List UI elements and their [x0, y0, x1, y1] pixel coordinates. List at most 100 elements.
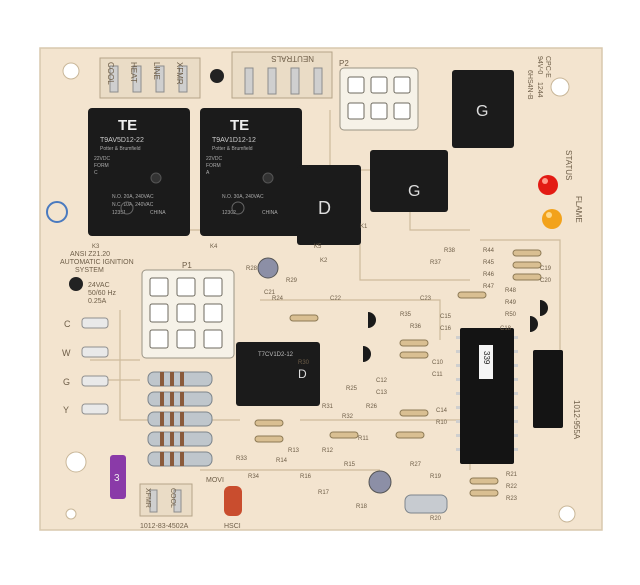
component-designator: R15	[344, 462, 356, 468]
top-terminal-block	[99, 57, 201, 99]
relay-letter: G	[408, 183, 420, 200]
relay-rating: N.O. 20A, 240VAC	[112, 194, 154, 200]
relay-form-type: C	[94, 170, 98, 176]
relay-letter: G	[476, 103, 488, 120]
relay-origin: CHINA	[150, 210, 166, 216]
ansi-standard: ANSI Z21.20	[70, 251, 110, 258]
neutrals-terminal-block	[231, 51, 333, 99]
component-designator: K2	[320, 258, 328, 264]
relay-model: T9AV1D12-12	[212, 137, 256, 144]
component-designator: R32	[342, 414, 354, 420]
component-designator: R17	[318, 490, 330, 496]
connector-label-p1: P1	[182, 261, 192, 270]
component-designator: R34	[248, 474, 260, 480]
flame-led-amber	[542, 209, 562, 229]
relay-code: 12302	[222, 210, 236, 216]
status-label: STATUS	[564, 150, 573, 180]
component-designator: R21	[506, 472, 518, 478]
component-designator: R38	[444, 248, 456, 254]
component-designator: R11	[358, 436, 369, 442]
terminal-label-xfmr: XFMR	[175, 62, 184, 85]
component-designator: R24	[272, 296, 284, 302]
component-designator: C11	[432, 372, 443, 378]
component-designator: C16	[440, 326, 452, 332]
terminal-label-y: Y	[63, 405, 69, 415]
relay-dot-icon	[150, 172, 162, 184]
component-designator: R13	[288, 448, 300, 454]
component-designator: K5	[314, 244, 322, 250]
hsci-label: HSCI	[224, 523, 241, 530]
terminal-label-xfmr-bottom: XFMR	[144, 488, 151, 508]
component-designator: C20	[540, 278, 552, 284]
component-designator: C14	[436, 408, 448, 414]
relay-brand: TE	[230, 117, 249, 134]
component-designator: R10	[436, 420, 448, 426]
ceramic-resistor	[404, 494, 448, 514]
relay-origin: CHINA	[262, 210, 278, 216]
component-designator: R33	[236, 456, 248, 462]
fuse: 3	[110, 455, 126, 499]
component-designator: R19	[430, 474, 442, 480]
screw-icon	[69, 277, 83, 291]
relay-rating: N.O. 30A, 240VAC	[222, 194, 264, 200]
component-designator: C10	[432, 360, 444, 366]
mounting-hole	[65, 508, 77, 520]
movi-label: MOVI	[206, 477, 224, 484]
system-label: SYSTEM	[75, 267, 104, 274]
terminal-label-w: W	[62, 348, 71, 358]
relay-model: T9AV5D12-22	[100, 137, 144, 144]
bottom-terminals	[139, 483, 193, 517]
relay-brand: TE	[118, 117, 137, 134]
small-relay-g: G	[370, 150, 448, 212]
connector-label-p2: P2	[339, 59, 349, 68]
component-designator: R16	[300, 474, 312, 480]
mounting-hole	[550, 77, 570, 97]
component-designator: R20	[430, 516, 442, 522]
component-designator: R28	[246, 266, 258, 272]
component-designator: R30	[298, 360, 310, 366]
ul-mark-icon	[120, 201, 134, 215]
terminal-label-cool-bottom: COOL	[169, 488, 176, 508]
terminal-label-heat: HEAT	[129, 62, 138, 83]
component-designator: K1	[360, 224, 368, 230]
component-designator: R23	[506, 496, 518, 502]
relay-letter: D	[318, 198, 331, 218]
relay-form-type: A	[206, 170, 210, 176]
mounting-hole	[65, 451, 87, 473]
electrolytic-capacitor	[368, 470, 392, 494]
bottom-part-number: 1012-83-4502A	[140, 523, 189, 530]
relay-rating-2: N.C. 10A, 240VAC	[112, 202, 154, 208]
component-designator: R22	[506, 484, 518, 490]
component-designator: R49	[505, 300, 517, 306]
chip-label: 339	[482, 351, 491, 365]
component-designator: K3	[92, 244, 100, 250]
component-designator: R27	[410, 462, 422, 468]
ignition-system-label: AUTOMATIC IGNITION	[60, 259, 134, 266]
terminal-label-cool: COOL	[106, 62, 115, 85]
board-spec-2: 94V-0	[536, 56, 543, 74]
component-designator: R45	[483, 260, 495, 266]
flame-label: FLAME	[574, 196, 583, 223]
relay-letter: D	[298, 367, 307, 381]
component-designator: R46	[483, 272, 495, 278]
board-code-2: 1244	[536, 82, 543, 98]
small-resistors	[254, 249, 542, 497]
board-code: 6HS4N-B	[526, 70, 533, 100]
board-spec: CPC-E	[544, 56, 551, 78]
component-designator: C15	[440, 314, 452, 320]
terminal-label-g: G	[63, 377, 70, 387]
small-relay-d: D	[297, 165, 361, 245]
status-led-red	[538, 175, 558, 195]
current-rating: 0.25A	[88, 298, 107, 305]
component-designator: R50	[505, 312, 517, 318]
component-designator: C19	[540, 266, 552, 272]
component-designator: R37	[430, 260, 442, 266]
component-designator: C18	[500, 326, 512, 332]
relay-code: 12351	[112, 210, 126, 216]
component-designator: R12	[322, 448, 334, 454]
power-resistors	[147, 371, 213, 467]
component-designator: K4	[210, 244, 218, 250]
connector-p2	[339, 67, 419, 131]
